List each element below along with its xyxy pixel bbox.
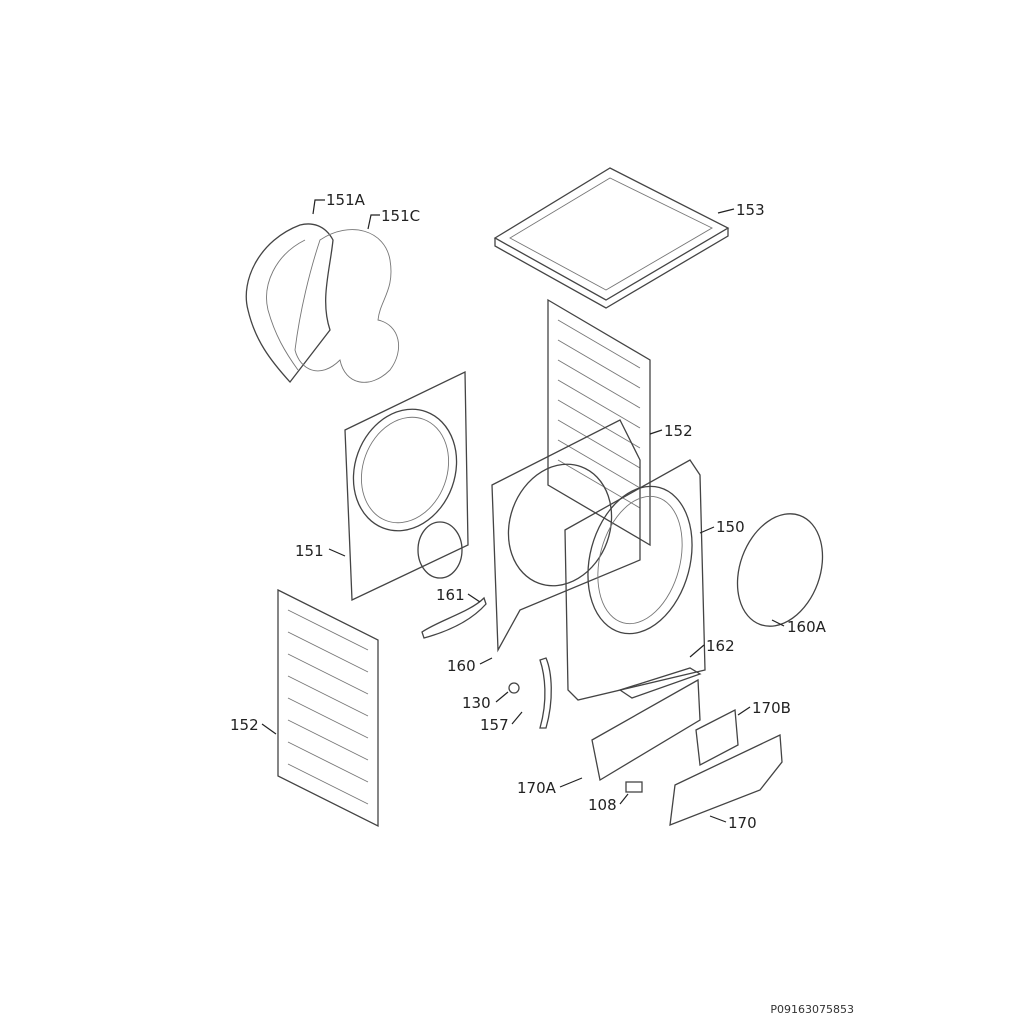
label-160a: 160A bbox=[787, 618, 827, 636]
label-160: 160 bbox=[447, 657, 476, 675]
part-150-front-panel bbox=[564, 459, 706, 701]
label-153: 153 bbox=[736, 201, 765, 219]
part-160a-door-seal bbox=[736, 513, 824, 627]
label-157: 157 bbox=[480, 716, 509, 734]
part-161-handle bbox=[421, 596, 487, 639]
label-162: 162 bbox=[706, 637, 735, 655]
label-130: 130 bbox=[462, 694, 491, 712]
part-152-left-side-panel bbox=[277, 588, 379, 828]
part-108-switch bbox=[625, 781, 643, 793]
part-170a-control-frame bbox=[591, 678, 701, 782]
part-170b-control-board bbox=[695, 708, 739, 767]
part-170-control-panel bbox=[669, 734, 783, 827]
part-151a-rear-seal bbox=[245, 223, 334, 384]
label-151c: 151C bbox=[381, 207, 420, 225]
label-170b: 170B bbox=[752, 699, 791, 717]
part-151c-gasket bbox=[294, 229, 399, 383]
part-157-hose bbox=[539, 657, 552, 729]
part-152-right-side-panel bbox=[547, 298, 651, 547]
label-152-left: 152 bbox=[230, 716, 259, 734]
label-161: 161 bbox=[436, 586, 465, 604]
leader-lines bbox=[261, 199, 785, 823]
label-151a: 151A bbox=[326, 191, 366, 209]
label-108: 108 bbox=[588, 796, 617, 814]
label-170a: 170A bbox=[517, 779, 557, 797]
label-170: 170 bbox=[728, 814, 757, 832]
part-151-rear-frame bbox=[344, 370, 469, 602]
label-152-right: 152 bbox=[664, 422, 693, 440]
label-150: 150 bbox=[716, 518, 745, 536]
drawing-code: P09163075853 bbox=[770, 1003, 854, 1016]
part-153-top-cover bbox=[493, 167, 730, 309]
part-162-filter bbox=[618, 667, 702, 699]
label-151: 151 bbox=[295, 542, 324, 560]
part-130-foot bbox=[508, 682, 520, 694]
part-160-inner-frame bbox=[491, 419, 641, 653]
